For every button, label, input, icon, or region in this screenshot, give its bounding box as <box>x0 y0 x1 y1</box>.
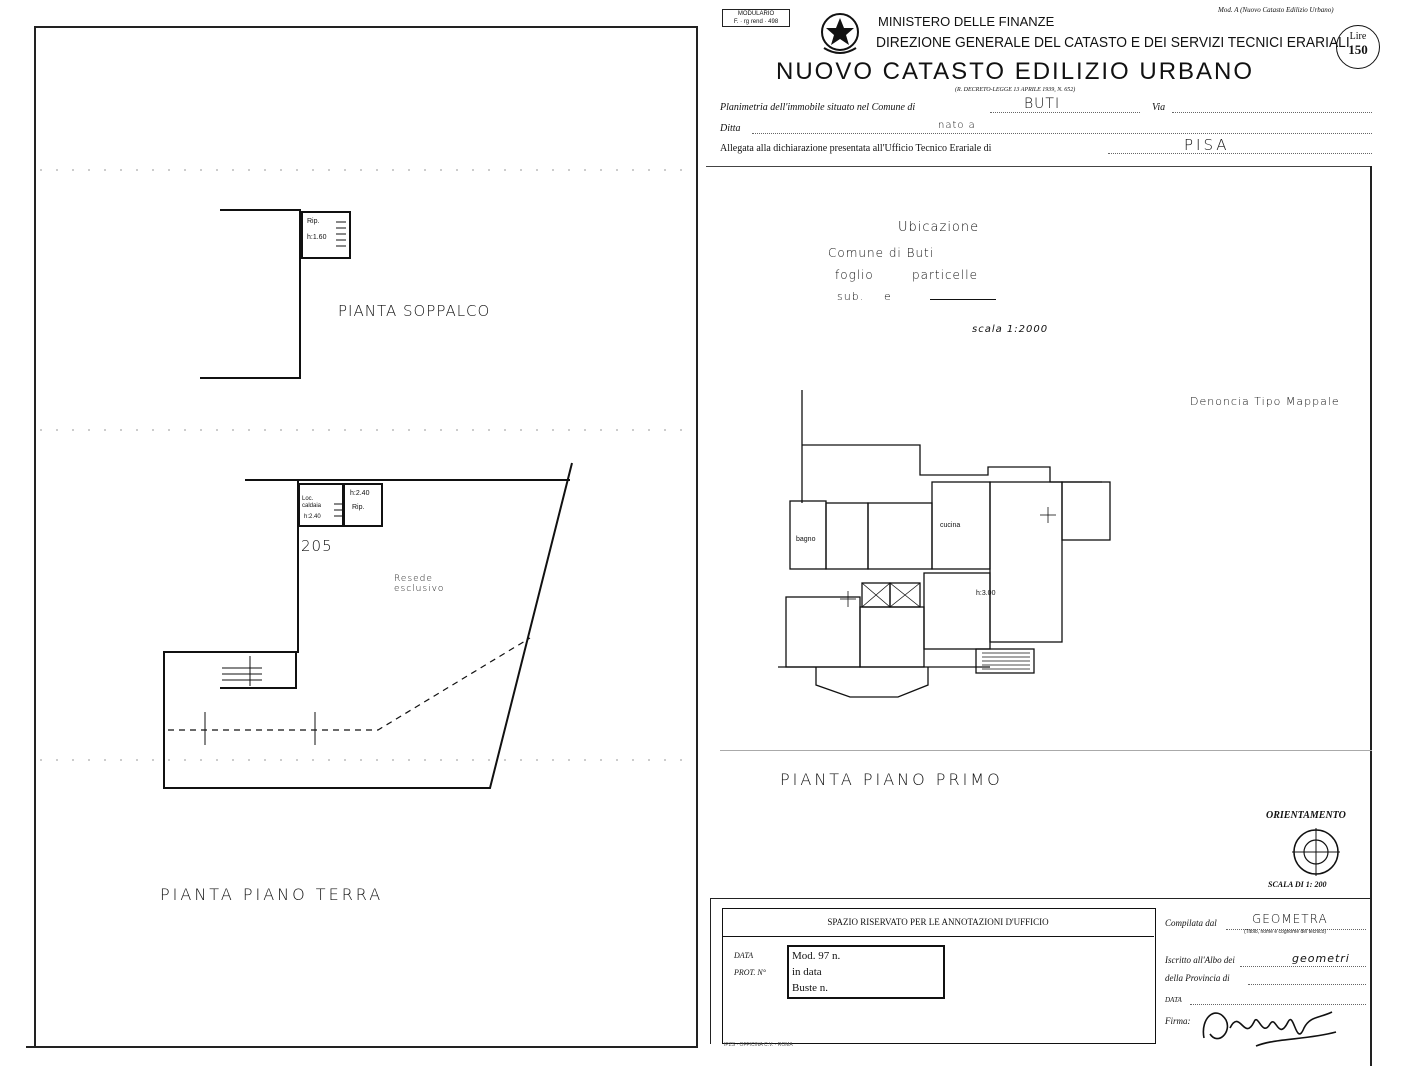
modulario-label: MODULARIO <box>737 11 775 17</box>
primo-height-label: h:3.00 <box>976 590 996 597</box>
orientamento-label: ORIENTAMENTO <box>1266 810 1346 821</box>
terra-parcel-number: 205 <box>301 537 333 555</box>
printer-label: IPZS · OFFICINA C.V. · ROMA <box>724 1042 793 1048</box>
resede-label: Resede esclusivo <box>394 574 445 594</box>
ditta-label: Ditta <box>720 123 741 134</box>
ufficio-value: PISA <box>1184 136 1230 154</box>
mod-a-label: Mod. A (Nuovo Catasto Edilizio Urbano) <box>1218 6 1334 14</box>
ubicazione-sub: sub. <box>837 290 865 303</box>
office-box <box>722 908 1156 1044</box>
comune-value: BUTI <box>1024 96 1061 112</box>
ubicazione-scala: scala 1:2000 <box>972 324 1049 335</box>
lire-stamp: Lire 150 <box>1336 25 1380 69</box>
iscritto-label: Iscritto all'Albo dei <box>1165 955 1235 965</box>
orientamento-scala: SCALA DI 1: 200 <box>1268 880 1327 889</box>
iscritto-value: geometri <box>1292 952 1350 965</box>
terra-rip-height: h:2.40 <box>350 490 370 497</box>
compilata-label: Compilata dal <box>1165 918 1217 928</box>
left-sheet-border <box>34 26 36 1048</box>
office-inner-box <box>787 945 945 999</box>
terra-title: PIANTA PIANO TERRA <box>160 885 384 904</box>
soppalco-room-label: Rip. <box>307 218 320 225</box>
sheet-divider <box>696 26 698 1048</box>
soppalco-title: PIANTA SOPPALCO <box>338 302 491 320</box>
lire-stamp-label: Lire <box>1349 31 1367 42</box>
compilata-value: GEOMETRA <box>1252 912 1328 926</box>
primo-bagno-label: bagno <box>796 536 816 543</box>
office-title: SPAZIO RISERVATO PER LE ANNOTAZIONI D'UF… <box>722 908 1154 937</box>
office-data-label: DATA <box>734 951 754 960</box>
left-sheet-border-bottom <box>26 1046 698 1048</box>
italian-emblem-icon <box>821 13 859 54</box>
terra-caldaia-height: h:2.40 <box>304 514 321 520</box>
office-buste: Buste n. <box>792 982 829 994</box>
decree-label: (R. DECRETO-LEGGE 13 APRILE 1939, N. 652… <box>955 87 1076 93</box>
provincia-label: della Provincia di <box>1165 973 1230 983</box>
directorate-title: DIREZIONE GENERALE DEL CATASTO E DEI SER… <box>876 34 1350 51</box>
office-in-data: in data <box>792 966 822 978</box>
primo-title: PIANTA PIANO PRIMO <box>780 770 1003 789</box>
catasto-title: NUOVO CATASTO EDILIZIO URBANO <box>776 58 1255 85</box>
ubicazione-foglio: foglio <box>835 268 874 282</box>
allegata-label: Allegata alla dichiarazione presentata a… <box>720 143 992 154</box>
modulario-box: MODULARIO F. · rg rend · 498 <box>722 9 790 27</box>
office-mod-label: Mod. 97 n. <box>792 950 841 962</box>
primo-floor-plan <box>778 390 1111 698</box>
primo-cucina-label: cucina <box>940 522 961 529</box>
ministry-title: MINISTERO DELLE FINANZE <box>878 14 1055 29</box>
ubicazione-particelle: particelle <box>912 268 978 282</box>
ubicazione-comune: Comune di Buti <box>828 246 935 260</box>
compilata-sub: (Titolo, nome e cognome del tecnico) <box>1244 929 1327 935</box>
ubicazione-e: e <box>884 290 892 303</box>
via-label: Via <box>1152 102 1166 113</box>
denuncia-label: Denoncia Tipo Mappale <box>1190 395 1340 408</box>
terra-rip-label: Rip. <box>352 504 365 511</box>
ubicazione-title: Ubicazione <box>898 220 980 235</box>
soppalco-height-label: h:1.60 <box>307 234 327 241</box>
lire-stamp-value: 150 <box>1348 42 1368 57</box>
left-sheet-border-top <box>34 26 696 28</box>
ditta-value: nato a <box>938 120 976 131</box>
left-plans-drawing <box>40 169 690 789</box>
planimetria-label: Planimetria dell'immobile situato nel Co… <box>720 102 916 113</box>
north-arrow-icon <box>1292 828 1340 876</box>
terra-caldaia-label: Loc. caldaia <box>302 496 322 509</box>
signature-icon <box>1202 1011 1337 1047</box>
office-prot-label: PROT. N° <box>734 968 766 977</box>
modulario-sub: F. · rg rend · 498 <box>733 19 779 25</box>
firma-label: Firma: <box>1165 1016 1191 1026</box>
data2-label: DATA <box>1165 996 1182 1004</box>
